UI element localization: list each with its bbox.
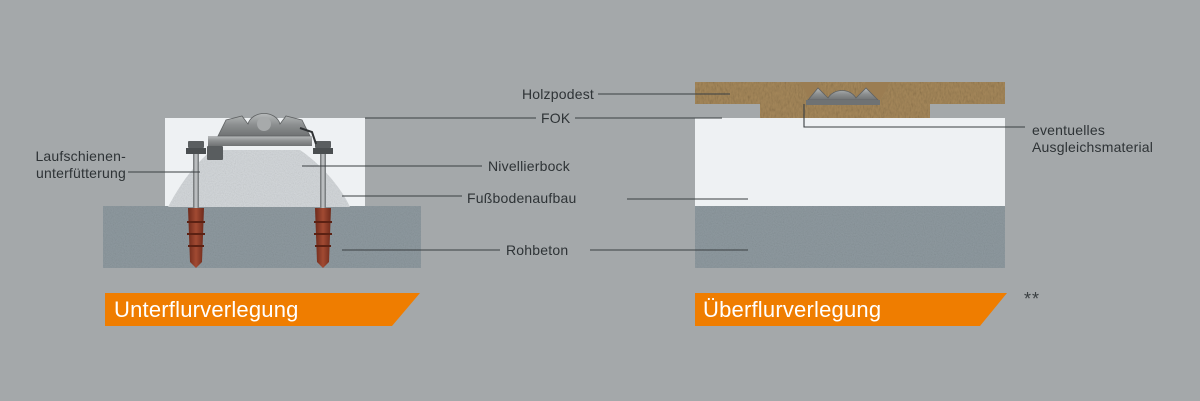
leader-ausgleich — [803, 104, 1025, 128]
leveling-pedestal — [168, 150, 350, 207]
label-nivellierbock: Nivellierbock — [488, 158, 570, 174]
banner-left-shape — [105, 293, 420, 326]
right-screed-block — [695, 118, 1005, 208]
right-concrete-slab — [695, 206, 1005, 268]
rail-clip — [299, 127, 317, 145]
embedded-rail-base — [806, 100, 880, 105]
label-fussbodenaufbau: Fußbodenaufbau — [467, 190, 577, 206]
banner-left-text: Unterflurverlegung — [114, 297, 299, 322]
banner-right-text: Überflurverlegung — [703, 297, 882, 322]
rail-base-plate — [208, 136, 312, 146]
left-anchor-bolt — [186, 141, 223, 268]
leader-lines — [128, 93, 1025, 251]
banner-right-shape — [695, 293, 1007, 326]
label-ausgleich: eventuelles Ausgleichsmaterial — [1032, 122, 1154, 155]
label-fok: FOK — [541, 110, 571, 126]
label-laufschienen: Laufschienen- unterfütterung — [35, 148, 126, 181]
label-holzpodest: Holzpodest — [521, 86, 594, 102]
left-concrete-slab — [103, 206, 421, 268]
embedded-rail — [807, 87, 879, 101]
footnote-mark: ** — [1024, 289, 1041, 309]
right-anchor-bolt — [313, 141, 333, 268]
right-section — [695, 82, 1005, 268]
rail-groove — [257, 117, 271, 131]
label-rohbeton: Rohbeton — [506, 242, 569, 258]
left-section — [103, 113, 421, 268]
